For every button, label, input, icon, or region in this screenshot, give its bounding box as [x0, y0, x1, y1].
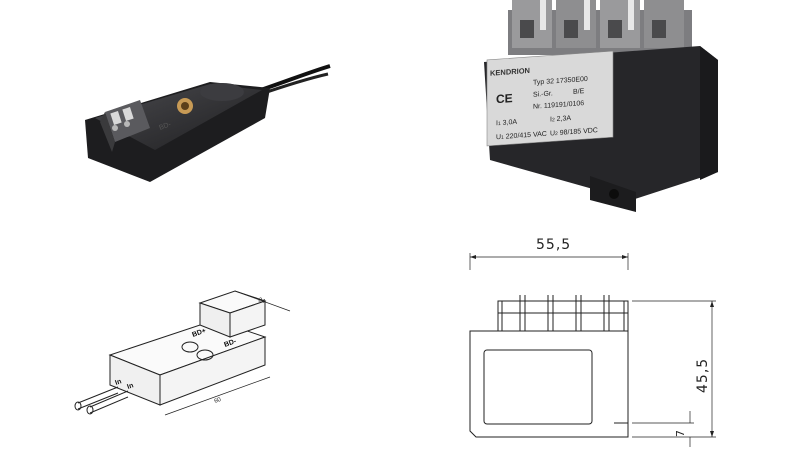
photo-kendrion-rectifier: KENDRION Typ 32 17350E00 Si.-Gr. B/E Nr.…	[400, 0, 800, 225]
be-text: B/E	[573, 88, 585, 96]
ce-mark: CE	[496, 91, 513, 106]
label-plate: KENDRION Typ 32 17350E00 Si.-Gr. B/E Nr.…	[486, 50, 614, 147]
dimensional-drawing: 55,5 45,5 7	[400, 225, 800, 450]
lead-label-2: In	[126, 382, 134, 391]
type-text: Typ 32 17350E00	[533, 76, 588, 87]
u-in-text: 220/415 VAC	[506, 131, 547, 141]
lead-label-1: In	[114, 378, 122, 387]
i-rated-text: 3,0A	[503, 119, 518, 127]
dim-width-label: 24	[257, 297, 266, 305]
svg-text:BD-: BD-	[158, 121, 172, 132]
nr-text: Nr. 119191/0106	[533, 100, 584, 111]
brand-text: KENDRION	[490, 66, 530, 78]
dim-height-45-5: 45,5	[695, 358, 711, 393]
svg-text:U1 220/415 VAC: U1 220/415 VAC	[496, 131, 547, 142]
isometric-drawing: BD+ BD- In In 24 60	[0, 225, 400, 450]
svg-text:U2 98/185 VDC: U2 98/185 VDC	[550, 127, 598, 137]
terminal-block	[100, 100, 150, 152]
si-gr-text: Si.-Gr.	[533, 90, 553, 98]
terminal-label-bd-plus: BD+	[191, 327, 207, 338]
i-out-text: 2,3A	[557, 115, 572, 123]
svg-text:I2 2,3A: I2 2,3A	[550, 115, 571, 123]
svg-text:I1 3,0A: I1 3,0A	[496, 119, 517, 127]
terminal-label-bd-minus: BD-	[223, 338, 238, 349]
dim-width-55-5: 55,5	[536, 237, 571, 253]
u-out-text: 98/185 VDC	[560, 127, 598, 137]
terminal-strip	[508, 0, 692, 55]
dim-length-label: 60	[214, 397, 223, 405]
dim-foot-7: 7	[674, 430, 687, 437]
photo-flat-rectifier: BD-	[0, 0, 400, 225]
